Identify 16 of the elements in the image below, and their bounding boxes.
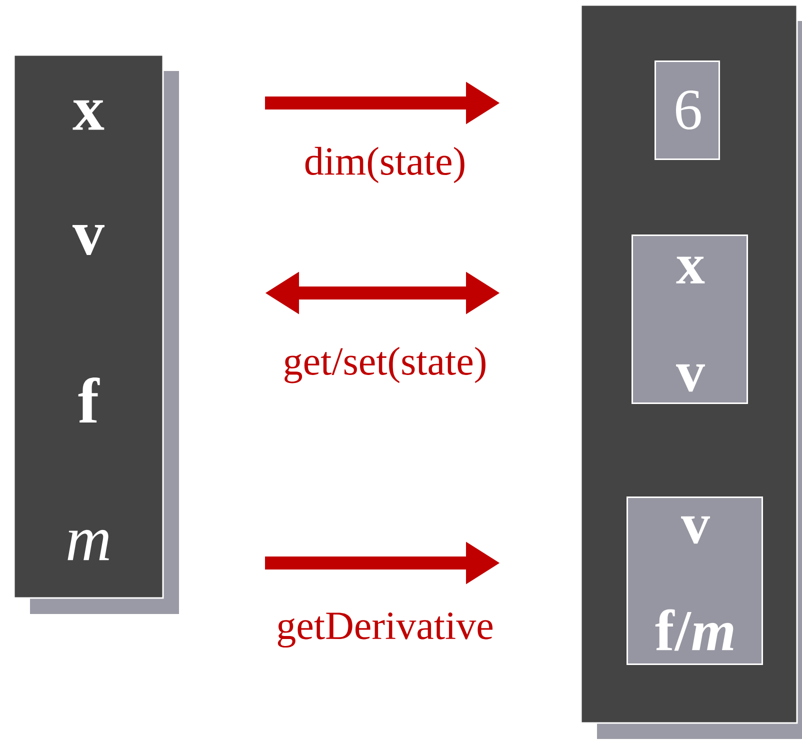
- box: [626, 496, 763, 665]
- operation-label: getDerivative: [278, 612, 492, 648]
- operation-label: dim(state): [305, 146, 464, 184]
- symbol: f/m: [655, 609, 734, 651]
- symbol: m: [68, 530, 109, 560]
- symbol: x: [676, 256, 705, 284]
- symbol: v: [681, 516, 710, 544]
- symbol: 6: [676, 90, 701, 130]
- symbol: x: [72, 100, 104, 130]
- panel: [13, 54, 179, 614]
- symbol: v: [72, 225, 105, 255]
- symbol: f: [78, 377, 100, 423]
- symbol: v: [676, 364, 705, 392]
- box: [654, 60, 720, 160]
- operation-label: get/set(state): [284, 346, 486, 384]
- box: [632, 234, 748, 404]
